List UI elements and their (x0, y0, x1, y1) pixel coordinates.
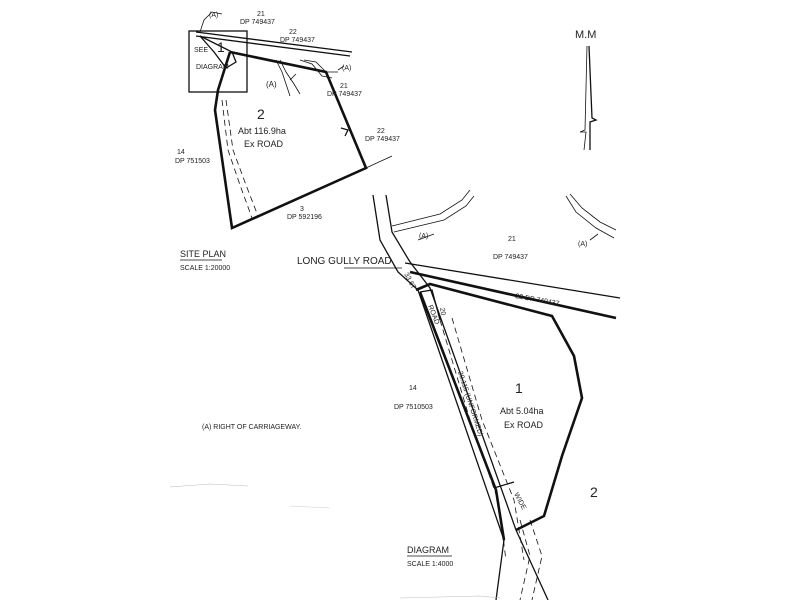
site-label-a-right: (A) (342, 65, 351, 72)
diagram-lot-1-number: 1 (515, 380, 523, 396)
unformed-diagram-4 (529, 519, 543, 600)
diagram-label-dp-14: DP 7510503 (394, 404, 433, 411)
track-mid (275, 59, 291, 97)
diagram-dim-20: 20 (438, 307, 446, 316)
site-lot-2-desc: Ex ROAD (244, 139, 284, 149)
road-name-label: LONG GULLY ROAD (297, 256, 392, 267)
north-label: M.M (575, 29, 596, 41)
boundary-extension (365, 155, 393, 169)
diagram-label-14: 14 (409, 385, 417, 392)
site-label-14: 14 (177, 149, 185, 156)
site-lot-2-number: 2 (257, 106, 265, 122)
track-mid-2 (279, 59, 301, 95)
diagram-scale: SCALE 1:4000 (407, 561, 453, 568)
diagram-label-dp-21: DP 749437 (493, 254, 528, 261)
site-label-22-top: 22 (289, 29, 297, 36)
site-label-21-top: 21 (257, 11, 265, 18)
site-label-dp-22-right: DP 749437 (365, 136, 400, 143)
unformed-diagram-1 (439, 319, 507, 561)
diagram-label-21: 21 (508, 236, 516, 243)
site-label-a-mid: (A) (266, 80, 277, 89)
diagram-title: DIAGRAM (407, 545, 449, 555)
see-label: SEE (194, 47, 208, 54)
site-label-dp-14: DP 751503 (175, 158, 210, 165)
road-west-edge (372, 194, 505, 600)
track-upper-left-1 (391, 189, 471, 227)
diagram-label-a-right: (A) (578, 241, 587, 248)
track-top (199, 11, 223, 33)
site-lot-1-number: 1 (217, 39, 225, 55)
leader-a-right (337, 65, 345, 71)
diagram-lot-1-area: Abt 5.04ha (500, 406, 544, 416)
diagram: LONG GULLY ROAD (A) (A) 21 DP 749437 22 … (297, 189, 621, 600)
site-label-21-right: 21 (340, 83, 348, 90)
diagram-lot-1-desc: Ex ROAD (504, 420, 544, 430)
diagram-unformed-label: 20.115 (UNFORMED) (456, 370, 484, 437)
leader-a-mid (289, 73, 297, 81)
track-right-2 (303, 59, 338, 73)
site-road-lower (195, 35, 351, 57)
scan-mark-1 (169, 483, 249, 488)
site-plan-title: SITE PLAN (180, 249, 226, 259)
unformed-diagram-3 (519, 519, 531, 600)
track-upper-left-2 (393, 195, 475, 233)
north-arrow: M.M (575, 29, 598, 151)
diagram-label-22-dp: 22 DP 749437 (515, 293, 560, 308)
site-plan: (A) 21 DP 749437 22 DP 749437 SEE DIAGRA… (175, 11, 400, 272)
lot-1-boundary (415, 282, 584, 532)
site-label-22-right: 22 (377, 128, 385, 135)
unformed-diagram-2 (451, 317, 525, 561)
site-lot-2-area: Abt 116.9ha (238, 126, 286, 136)
legend-right-of-carriageway: (A) RIGHT OF CARRIAGEWAY. (202, 424, 301, 431)
north-arrow-shaft (579, 45, 588, 151)
leader-a-right (589, 233, 599, 241)
site-label-dp-top: DP 749437 (240, 19, 275, 26)
wide-marker-top (493, 481, 515, 489)
lot-22-edge-thick (409, 270, 617, 320)
site-label-dp-3: DP 592196 (287, 214, 322, 221)
track-upper-right-2 (569, 193, 617, 231)
scan-mark-2 (289, 505, 331, 509)
unformed-road-1 (221, 99, 253, 219)
north-arrow-shaft-bold (588, 45, 598, 150)
lot-22-edge-upper (404, 262, 621, 299)
track-upper-right-1 (565, 195, 615, 239)
diagram-dim-3367: 33.67 (402, 272, 416, 291)
scan-mark-3 (399, 595, 501, 599)
site-label-a-top: (A) (209, 12, 218, 19)
diagram-lot-2-number: 2 (590, 484, 598, 500)
site-plan-scale: SCALE 1:20000 (180, 265, 230, 272)
unformed-road-2 (225, 99, 259, 217)
site-label-dp-22-top: DP 749437 (280, 37, 315, 44)
track-right (299, 59, 333, 79)
site-label-dp-21-right: DP 749437 (327, 91, 362, 98)
road-segment (419, 289, 441, 321)
boundary-jog (340, 127, 349, 137)
site-label-3: 3 (300, 206, 304, 213)
lot-1-small-boundary (199, 35, 237, 69)
site-road-upper (195, 31, 353, 53)
leader-a-left (417, 233, 435, 241)
diagram-label: DIAGRAM (196, 64, 229, 71)
diagram-label-a-left: (A) (419, 233, 428, 240)
